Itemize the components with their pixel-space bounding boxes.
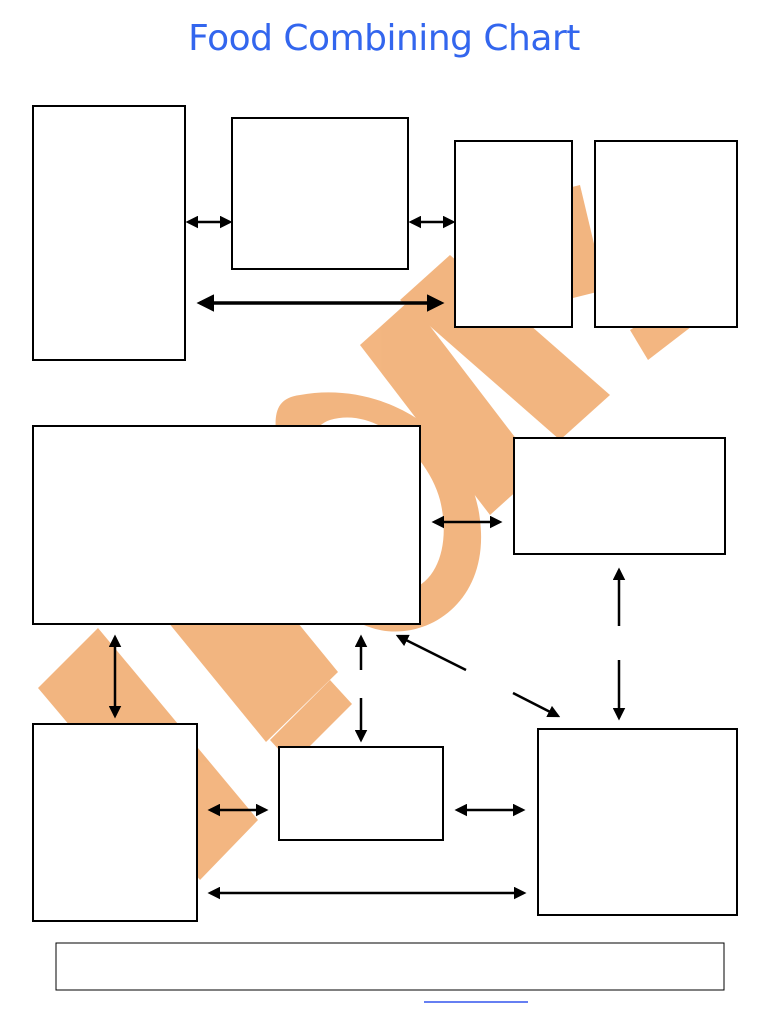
box-5 xyxy=(32,425,421,625)
box-3 xyxy=(454,140,573,328)
box-2 xyxy=(231,117,409,270)
footer-box xyxy=(55,942,725,991)
watermark-letter-n-diag xyxy=(400,255,610,440)
box-1 xyxy=(32,105,186,361)
box-7 xyxy=(32,723,198,922)
arrow-box5-box9-upper xyxy=(395,634,467,672)
arrow-box5-box9-lower xyxy=(512,691,561,718)
box-9 xyxy=(537,728,738,916)
watermark-letter-n-left xyxy=(360,300,540,515)
box-6 xyxy=(513,437,726,555)
watermark-letter-l-foot xyxy=(270,680,352,764)
box-8 xyxy=(278,746,444,841)
box-4 xyxy=(594,140,738,328)
page-title: Food Combining Chart xyxy=(188,18,580,59)
